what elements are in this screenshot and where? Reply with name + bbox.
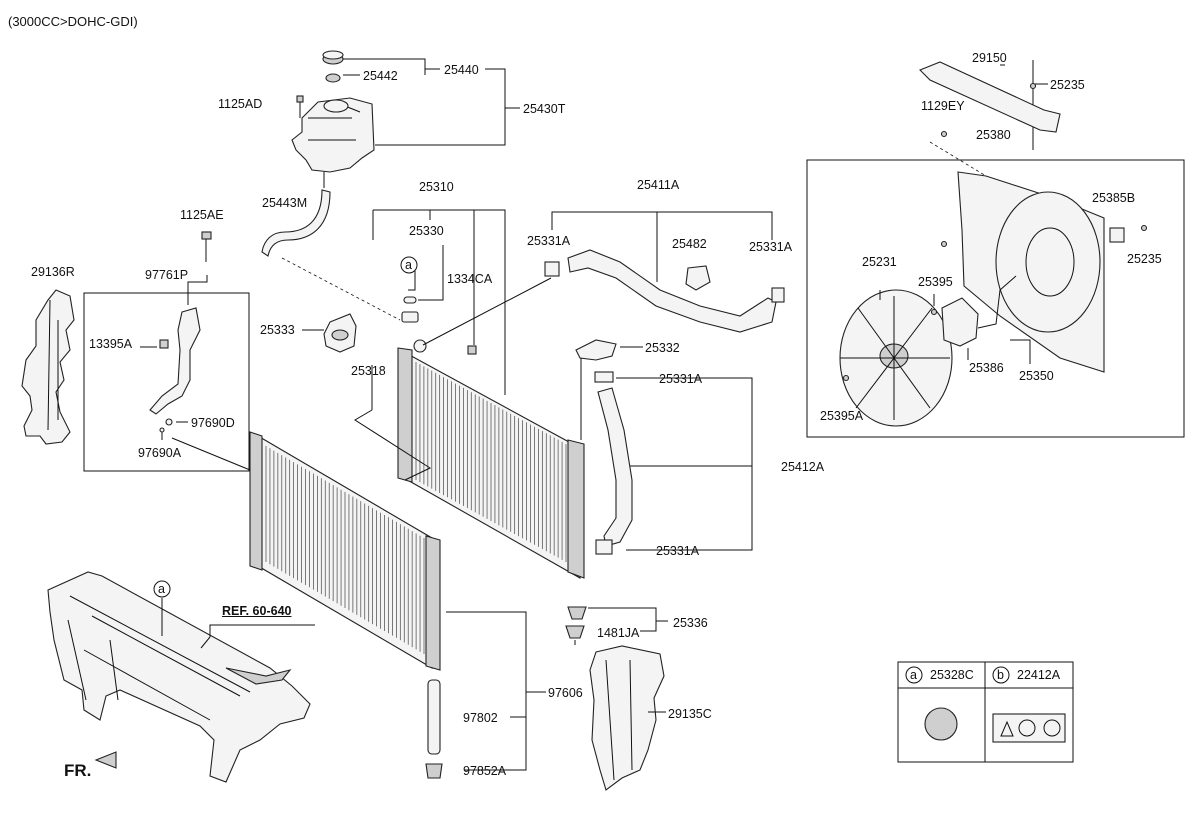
part-label-25443M: 25443M	[262, 196, 308, 210]
part-label-25411A: 25411A	[637, 178, 680, 192]
bolt-1125AE	[201, 231, 212, 262]
part-label-13395A: 13395A	[89, 337, 133, 351]
upper-hose	[567, 249, 777, 333]
reservoir-cap	[322, 50, 344, 65]
part-label-1125AD: 1125AD	[218, 97, 263, 111]
part-label-29135C: 29135C	[668, 707, 712, 721]
part-label-25380: 25380	[976, 128, 1011, 142]
part-label-25235-right: 25235	[1127, 252, 1162, 266]
part-label-25482: 25482	[672, 237, 707, 251]
part-label-25333: 25333	[260, 323, 295, 337]
receiver-drier	[427, 679, 441, 755]
part-label-25440: 25440	[444, 63, 479, 77]
part-label-1125AE: 1125AE	[180, 208, 224, 222]
hose-group-box	[83, 292, 250, 472]
fan-assembly-box	[806, 159, 1185, 438]
reservoir-hose	[261, 189, 331, 257]
part-label-25395A: 25395A	[820, 409, 864, 423]
part-label-25310: 25310	[419, 180, 454, 194]
legend-part-25328C: 25328C	[930, 668, 974, 682]
part-label-25231: 25231	[862, 255, 897, 269]
front-direction-label: FR.	[64, 761, 92, 780]
air-guard-left	[21, 289, 75, 445]
part-label-25332: 25332	[645, 341, 680, 355]
part-label-1481JA: 1481JA	[597, 626, 640, 640]
reference-link[interactable]: REF. 60-640	[222, 604, 292, 618]
legend-table	[897, 661, 1074, 763]
part-label-25430T: 25430T	[523, 102, 566, 116]
upper-mount-29150	[919, 61, 1061, 133]
legend-key-b: b	[997, 668, 1004, 682]
part-label-25331A-lower-bottom: 25331A	[656, 544, 700, 558]
bolt-1125AD	[296, 95, 304, 118]
part-label-29150: 29150	[972, 51, 1007, 65]
callout-a-radiator: a	[405, 258, 412, 272]
warning-label-icon	[992, 713, 1066, 743]
part-label-25235-top: 25235	[1050, 78, 1085, 92]
coolant-reservoir	[291, 97, 375, 188]
part-label-97606: 97606	[548, 686, 583, 700]
part-label-25330: 25330	[409, 224, 444, 238]
cap-seal	[325, 73, 341, 83]
coolant-label-icon	[924, 707, 958, 741]
part-label-1334CA: 1334CA	[447, 272, 493, 286]
part-label-97802: 97802	[463, 711, 498, 725]
front-arrow-icon	[94, 751, 117, 769]
part-label-25395: 25395	[918, 275, 953, 289]
radiator	[397, 347, 585, 579]
part-label-25385B: 25385B	[1092, 191, 1136, 205]
part-label-25442: 25442	[363, 69, 398, 83]
legend-part-22412A: 22412A	[1017, 668, 1061, 682]
part-label-25318: 25318	[351, 364, 386, 378]
part-label-25350: 25350	[1019, 369, 1054, 383]
part-label-25331A-lower-top: 25331A	[659, 372, 703, 386]
part-label-97761P: 97761P	[145, 268, 189, 282]
part-label-97852A: 97852A	[463, 764, 507, 778]
air-guard-right	[589, 645, 665, 791]
fan-motor	[941, 297, 979, 347]
part-label-25386: 25386	[969, 361, 1004, 375]
part-label-97690D: 97690D	[191, 416, 235, 430]
carrier-frame	[47, 571, 311, 783]
legend-key-a: a	[910, 668, 917, 682]
part-label-25331A-upper-left: 25331A	[527, 234, 571, 248]
hose-97761P	[149, 307, 201, 415]
part-label-97690A: 97690A	[138, 446, 182, 460]
part-label-25412A: 25412A	[781, 460, 825, 474]
part-label-25331A-upper-right: 25331A	[749, 240, 793, 254]
engine-spec-header: (3000CC>DOHC-GDI)	[8, 14, 138, 29]
part-label-25336: 25336	[673, 616, 708, 630]
part-label-1129EY: 1129EY	[921, 99, 965, 113]
bracket-25332	[575, 339, 617, 361]
callout-a-carrier: a	[158, 582, 165, 596]
lower-hose	[597, 387, 633, 547]
part-label-29136R: 29136R	[31, 265, 75, 279]
condenser	[249, 431, 441, 671]
